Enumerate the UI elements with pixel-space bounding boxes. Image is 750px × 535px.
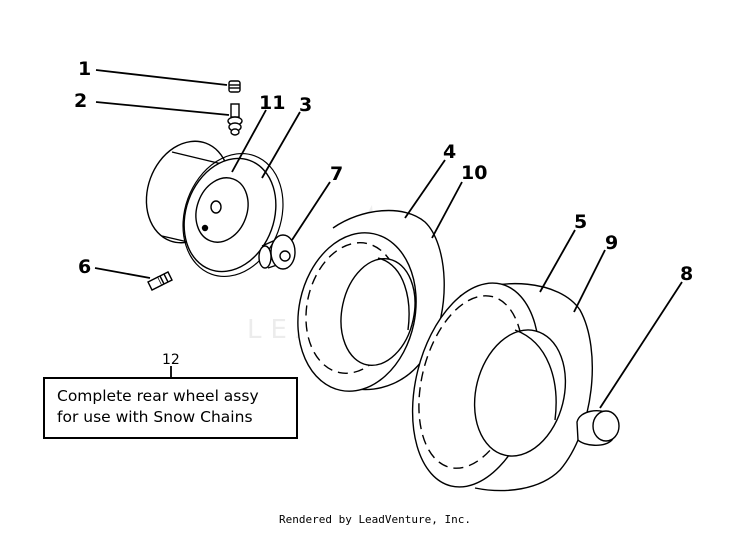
callout-8: 8 xyxy=(680,263,693,285)
callout-7: 7 xyxy=(330,163,343,185)
callout-5: 5 xyxy=(574,211,587,233)
valve-cap[interactable] xyxy=(228,80,241,93)
assembly-note-box: Complete rear wheel assy for use with Sn… xyxy=(43,377,298,439)
callout-3: 3 xyxy=(299,94,312,116)
bead-ring[interactable] xyxy=(166,139,299,290)
callout-10: 10 xyxy=(461,162,487,184)
tire-rear[interactable] xyxy=(284,209,445,403)
callout-1: 1 xyxy=(78,58,91,80)
callout-2: 2 xyxy=(74,90,87,112)
callout-6: 6 xyxy=(78,256,91,278)
render-credit: Rendered by LeadVenture, Inc. xyxy=(278,513,472,526)
grease-fitting[interactable] xyxy=(147,271,173,291)
bushing[interactable] xyxy=(258,234,296,270)
note-line-2: for use with Snow Chains xyxy=(57,408,253,426)
callout-12: 12 xyxy=(162,352,180,368)
leader-lines xyxy=(94,69,683,409)
callout-9: 9 xyxy=(605,232,618,254)
valve-stem[interactable] xyxy=(227,103,243,136)
callout-11: 11 xyxy=(259,92,285,114)
hub-cap[interactable] xyxy=(576,410,620,446)
callout-4: 4 xyxy=(443,141,456,163)
tire-front[interactable] xyxy=(393,270,593,501)
callout-numbers: 1 2 11 3 6 7 4 10 5 9 8 12 xyxy=(74,58,693,368)
note-line-1: Complete rear wheel assy xyxy=(57,387,259,405)
